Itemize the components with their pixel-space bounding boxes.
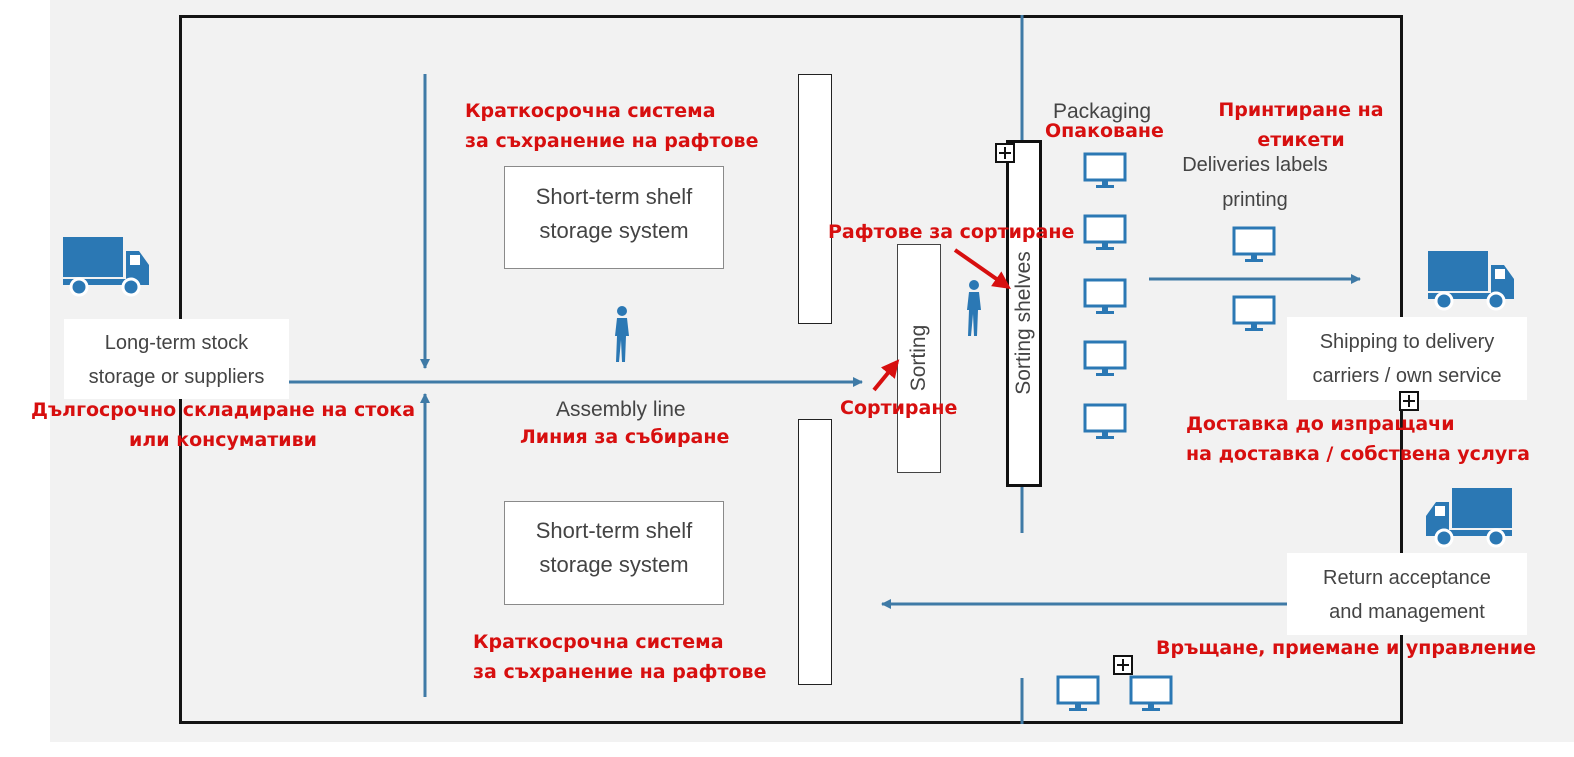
short-term-storage-top-text: Short-term shelf storage system <box>535 184 693 243</box>
monitor-icon <box>1083 340 1127 378</box>
shelf-bar-top <box>798 74 832 324</box>
shipping-panel: Shipping to delivery carriers / own serv… <box>1287 317 1527 400</box>
returns-annotation: Връщане, приемане и управление <box>1156 637 1536 659</box>
short-term-top-annotation: Краткосрочна система за съхранение на ра… <box>465 100 759 152</box>
packaging-text: Packaging <box>1053 100 1152 123</box>
monitor-icon <box>1129 675 1173 713</box>
assembly-line-annotation: Линия за събиране <box>520 426 730 448</box>
plus-box-icon <box>1113 655 1133 675</box>
packaging-annotation: Опаковане <box>1045 120 1164 142</box>
sorting-annotation: Сортиране <box>840 397 958 419</box>
labels-printing-annotation: Принтиране на етикети <box>1218 99 1384 151</box>
returns-text: Return acceptance and management <box>1323 567 1491 623</box>
sorting-box <box>897 244 941 473</box>
returns-panel: Return acceptance and management <box>1287 553 1527 635</box>
long-term-storage-panel: Long-term stock storage or suppliers <box>64 319 289 399</box>
truck-icon <box>1424 486 1514 548</box>
long-term-annotation: Дългосрочно складиране на стока или конс… <box>30 399 416 451</box>
person-icon <box>967 280 981 336</box>
truck-icon <box>1426 249 1516 311</box>
monitor-icon <box>1232 226 1276 264</box>
monitor-icon <box>1083 152 1127 190</box>
plus-box-icon <box>995 143 1015 163</box>
long-term-storage-text: Long-term stock storage or suppliers <box>88 332 265 388</box>
monitor-icon <box>1232 295 1276 333</box>
labels-printing-text: Deliveries labels printing <box>1182 154 1328 211</box>
monitor-icon <box>1083 214 1127 252</box>
shelf-bar-bottom <box>798 419 832 685</box>
sorting-shelves-annotation: Рафтове за сортиране <box>828 221 1075 243</box>
red-arrow-sorting-shelves <box>953 248 1011 290</box>
assembly-line-text: Assembly line <box>556 398 686 421</box>
short-term-bottom-annotation: Краткосрочна система за съхранение на ра… <box>473 631 767 683</box>
sorting-shelves-box <box>1006 140 1042 487</box>
monitor-icon <box>1083 278 1127 316</box>
shipping-annotation: Доставка до изпращачи на доставка / собс… <box>1186 413 1530 465</box>
person-icon <box>615 306 629 362</box>
plus-box-icon <box>1399 391 1419 411</box>
monitor-icon <box>1083 403 1127 441</box>
truck-icon <box>61 235 151 297</box>
short-term-storage-top: Short-term shelf storage system <box>504 166 724 269</box>
monitor-icon <box>1056 675 1100 713</box>
short-term-storage-bottom: Short-term shelf storage system <box>504 501 724 605</box>
short-term-storage-bottom-text: Short-term shelf storage system <box>535 518 693 577</box>
shipping-text: Shipping to delivery carriers / own serv… <box>1312 331 1502 387</box>
red-arrow-sorting <box>872 359 900 392</box>
